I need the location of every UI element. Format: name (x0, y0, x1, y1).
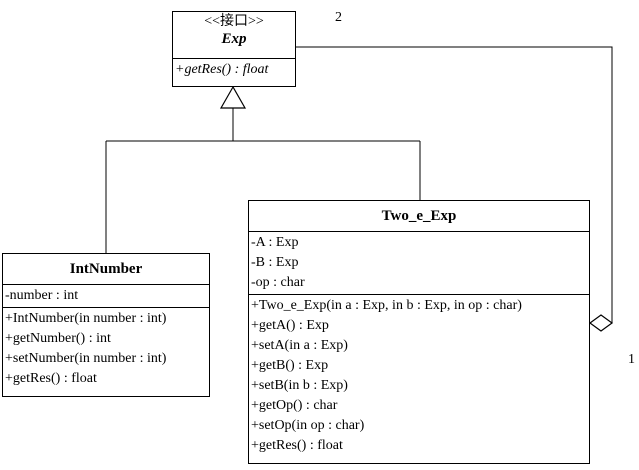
method-row: +setB(in b : Exp) (251, 378, 348, 393)
attribute-row: -A : Exp (251, 235, 299, 250)
method-row: +setOp(in op : char) (251, 418, 365, 433)
attribute-row: -op : char (251, 275, 305, 290)
intnumber-name: IntNumber (69, 260, 143, 277)
interface-methods: +getRes() : float (173, 58, 295, 81)
two-e-exp-attributes: -A : Exp -B : Exp -op : char (249, 231, 589, 294)
method-row: +getNumber() : int (5, 331, 111, 346)
method-row: +setNumber(in number : int) (5, 351, 167, 366)
method-row: +getA() : Exp (251, 318, 329, 333)
interface-header: <<接口>> Exp (173, 12, 295, 58)
intnumber-methods: +IntNumber(in number : int) +getNumber()… (3, 307, 209, 390)
multiplicity-2: 2 (335, 10, 342, 25)
two-e-exp-methods: +Two_e_Exp(in a : Exp, in b : Exp, in op… (249, 294, 589, 457)
generalization-arrowhead (219, 85, 247, 109)
method-row: +getB() : Exp (251, 358, 329, 373)
attribute-row: -number : int (5, 288, 79, 303)
method-row: +getRes() : float (251, 438, 343, 453)
interface-stereotype: <<接口>> (204, 14, 264, 29)
attribute-row: -B : Exp (251, 255, 299, 270)
intnumber-header: IntNumber (3, 254, 209, 284)
method-row: +Two_e_Exp(in a : Exp, in b : Exp, in op… (251, 298, 522, 313)
two-e-exp-class: Two_e_Exp -A : Exp -B : Exp -op : char +… (248, 200, 590, 464)
interface-exp-class: <<接口>> Exp +getRes() : float (172, 11, 296, 87)
two-e-exp-header: Two_e_Exp (249, 201, 589, 231)
aggregation-diamond (588, 314, 614, 332)
intnumber-class: IntNumber -number : int +IntNumber(in nu… (2, 253, 210, 397)
interface-name: Exp (221, 31, 247, 47)
aggregation-line (296, 46, 613, 323)
method-row: +setA(in a : Exp) (251, 338, 348, 353)
method-row: +IntNumber(in number : int) (5, 311, 167, 326)
method-row: +getOp() : char (251, 398, 338, 413)
multiplicity-1: 1 (628, 352, 635, 367)
two-e-exp-name: Two_e_Exp (381, 207, 457, 224)
method-row: +getRes() : float (5, 371, 97, 386)
method-row: +getRes() : float (175, 62, 269, 77)
intnumber-attributes: -number : int (3, 284, 209, 307)
